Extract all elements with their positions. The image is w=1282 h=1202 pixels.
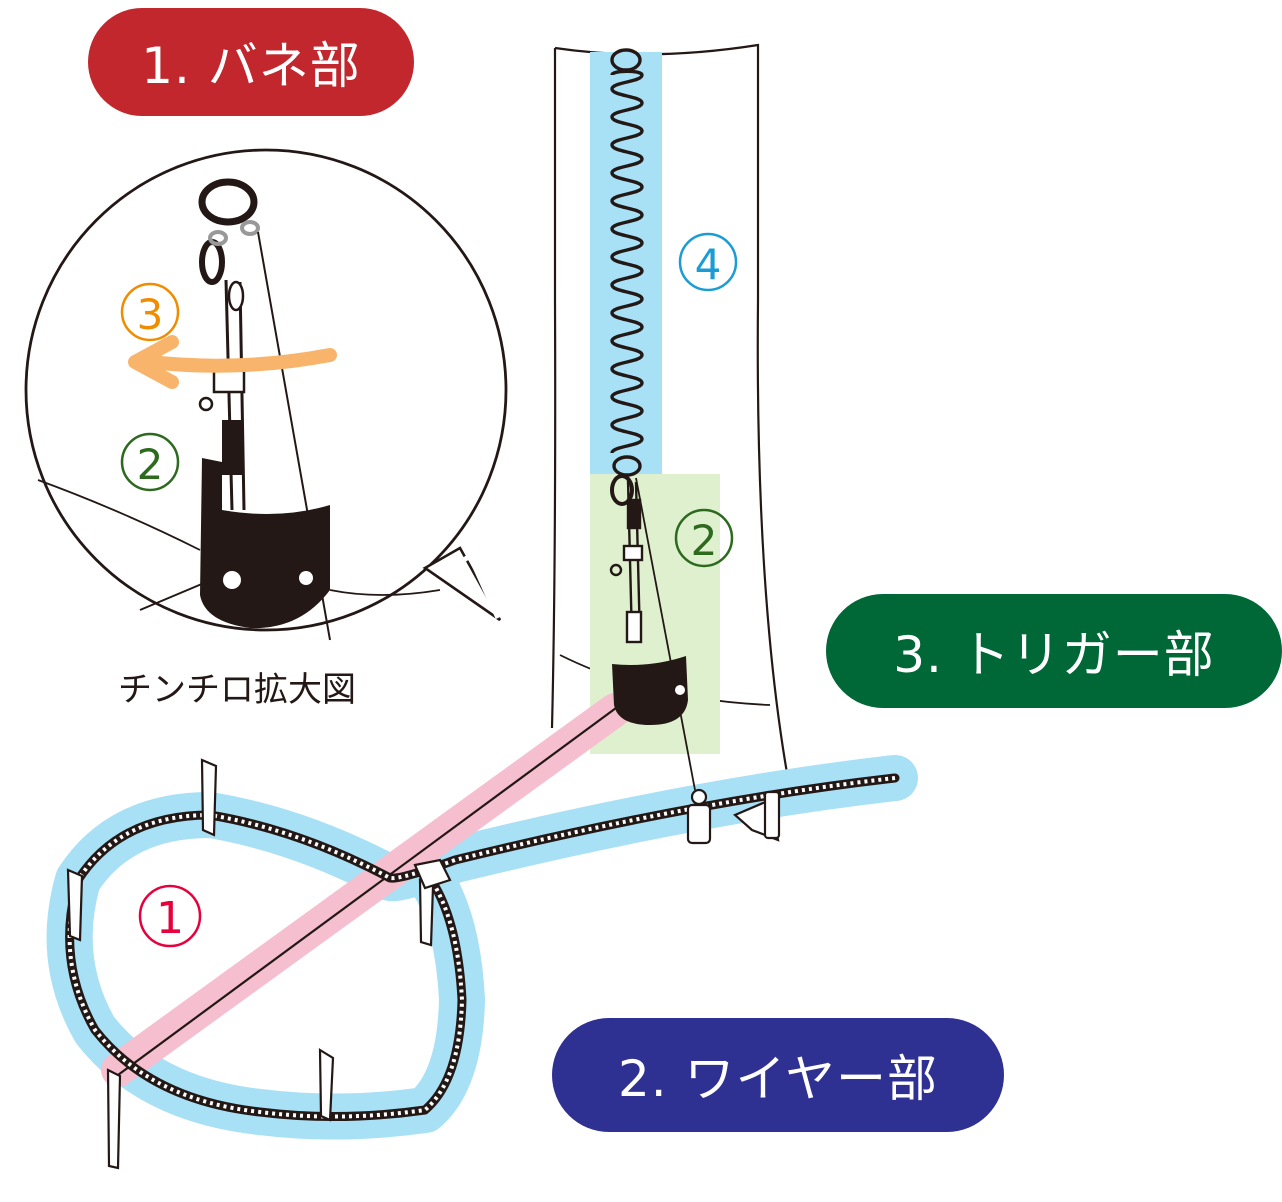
trigger-cup (612, 656, 688, 725)
marker-3-digit: 3 (137, 290, 164, 339)
trigger-section-label-text: 3. トリガー部 (893, 626, 1215, 684)
spring-section-label: 1. バネ部 (88, 8, 414, 116)
magnified-view (24, 148, 508, 641)
trigger-section-label: 3. トリガー部 (826, 594, 1282, 708)
trigger-mechanism (609, 474, 696, 791)
marker-2-zoom-digit: 2 (137, 440, 164, 489)
wire-clips (413, 788, 781, 890)
spring-section-label-text: 1. バネ部 (141, 37, 361, 95)
marker-4-digit: 4 (695, 240, 722, 289)
marker-circle-2-main (674, 508, 734, 568)
pull-wire (117, 707, 617, 1076)
wire-section-label-text: 2. ワイヤー部 (617, 1050, 939, 1108)
ground-stakes (66, 758, 435, 1170)
marker-circle-2-zoom (120, 432, 180, 492)
trigger-cup-hole (675, 685, 685, 695)
wire-section-label: 2. ワイヤー部 (552, 1018, 1004, 1132)
marker-2-main-digit: 2 (691, 516, 718, 565)
marker-1-digit: 1 (156, 893, 184, 944)
marker-circle-4 (678, 232, 738, 292)
magnified-view-caption: チンチロ拡大図 (118, 670, 356, 710)
marker-circle-1 (138, 884, 202, 948)
coil-spring (610, 48, 644, 477)
marker-circle-3 (120, 282, 180, 342)
